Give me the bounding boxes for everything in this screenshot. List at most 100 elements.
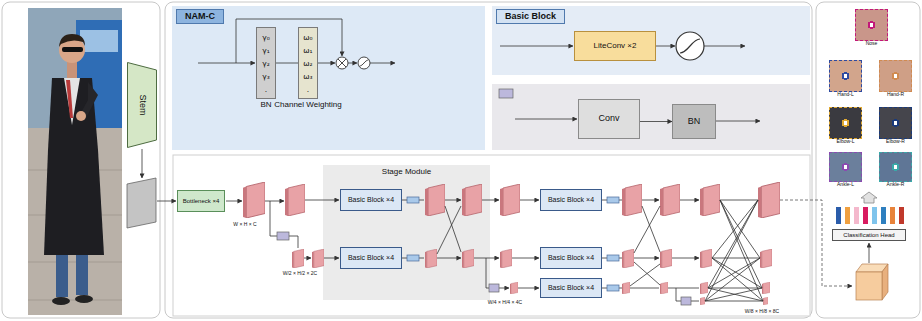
node-label: Ankle-R — [887, 182, 905, 188]
flow-line — [437, 258, 461, 259]
flow-line — [518, 288, 539, 289]
person-photo — [75, 295, 93, 303]
feature-map — [127, 178, 156, 228]
flow-line — [437, 206, 461, 254]
person-photo — [80, 30, 118, 52]
person-photo — [76, 255, 88, 295]
node-label: Basic Block ×4 — [548, 254, 594, 262]
keypoint-crop: Elbow-L — [829, 107, 862, 139]
keypoint-crop: Hand-L — [829, 60, 862, 92]
flow-line — [520, 200, 539, 201]
dimension-label: W/4 × H/4 × 4C — [488, 300, 522, 306]
feature-map — [762, 282, 770, 294]
flow-line — [486, 258, 489, 288]
feature-map — [758, 182, 780, 218]
flow-line — [270, 201, 298, 248]
process-box: Basic Block ×4 — [340, 247, 402, 269]
feature-map — [660, 282, 668, 294]
flow-line — [630, 206, 660, 286]
keypoint-crop: Nose — [855, 9, 888, 41]
node-label: Basic Block ×4 — [348, 196, 394, 204]
transition-icon — [407, 197, 419, 203]
transition-icon — [277, 232, 289, 240]
node-label: ω₀ ω₁ ω₂ ω₃ . — [299, 31, 317, 96]
flow-line — [672, 258, 699, 259]
keypoint-output — [854, 207, 859, 224]
transition-icon — [607, 197, 619, 203]
node-label: BN — [688, 117, 701, 127]
node-label: Bottleneck ×4 — [183, 198, 220, 205]
feature-map — [312, 249, 324, 268]
feature-map — [700, 282, 708, 294]
flow-line — [324, 258, 339, 259]
panel-fill — [172, 6, 810, 316]
feature-map — [243, 182, 265, 218]
transition-icon — [607, 255, 619, 261]
keypoint-output — [861, 192, 877, 203]
node-label: γ₀ γ₁ γ₂ γ₃ . — [257, 31, 275, 96]
flow-line — [656, 46, 675, 47]
keypoint-output — [882, 264, 888, 300]
trapezoid-shape — [128, 63, 157, 148]
feature-map — [700, 249, 712, 268]
feature-map — [510, 282, 518, 294]
person-photo — [28, 8, 122, 315]
dimension-label: W/2 × H/2 × 2C — [283, 271, 317, 277]
feature-map — [660, 249, 672, 268]
connector — [640, 121, 672, 122]
flow-line — [499, 288, 509, 289]
person-photo — [59, 34, 85, 47]
keypoint-output — [899, 207, 904, 224]
node-label: Hand-L — [837, 92, 853, 98]
flow-line — [318, 63, 335, 64]
keypoint-crop: Ankle-R — [879, 152, 912, 182]
transition-icon — [499, 89, 513, 98]
process-box: Classification Head — [832, 229, 906, 241]
keypoint-output — [836, 192, 904, 300]
panel-fill — [173, 155, 810, 316]
flow-line — [445, 200, 461, 201]
flow-line — [142, 149, 143, 178]
flow-line — [680, 200, 699, 201]
feature-map — [127, 178, 780, 305]
person-photo — [52, 297, 70, 305]
feature-map — [462, 184, 482, 216]
flow-line — [348, 63, 357, 64]
node-label: BN — [260, 101, 271, 110]
node-label: Nose — [866, 41, 878, 47]
feature-map — [622, 184, 642, 216]
dimension-label: W/8 × H/8 × 8C — [745, 309, 779, 315]
module-panel: NAM-Cγ₀ γ₁ γ₂ γ₃ .BNω₀ ω₁ ω₂ ω₃ .Channel… — [172, 6, 485, 150]
node-label: Basic Block ×4 — [548, 196, 594, 204]
process-box: BN — [672, 104, 716, 139]
person-photo — [67, 62, 77, 78]
flow-line — [305, 200, 339, 201]
flow-line — [198, 63, 255, 64]
process-box: Conv — [578, 99, 640, 139]
node-label: Ankle-L — [837, 182, 854, 188]
node-label: Elbow-L — [836, 139, 854, 145]
flow-line — [869, 243, 870, 263]
node-label: Channel Weighting — [274, 101, 341, 110]
module-panel: Basic BlockLiteConv ×2 — [492, 6, 810, 75]
flow-line — [226, 201, 242, 202]
keypoint-output — [836, 207, 841, 224]
flow-line — [142, 19, 869, 301]
node-label: Elbow-R — [886, 139, 905, 145]
flow-line — [500, 46, 573, 47]
feature-map — [462, 249, 474, 268]
keypoint-output — [845, 207, 850, 224]
flow-line — [642, 200, 659, 201]
panel-fill — [492, 84, 810, 150]
transition-icon — [407, 255, 419, 261]
panel-fill — [323, 165, 490, 300]
node-label: Basic Block — [496, 9, 565, 24]
transition-icon — [607, 285, 619, 291]
operator-symbol — [676, 32, 704, 60]
flow-line — [780, 200, 852, 286]
keypoint-output — [890, 207, 895, 224]
feature-map — [500, 249, 512, 268]
feature-map — [660, 184, 680, 216]
flow-line — [512, 258, 539, 259]
